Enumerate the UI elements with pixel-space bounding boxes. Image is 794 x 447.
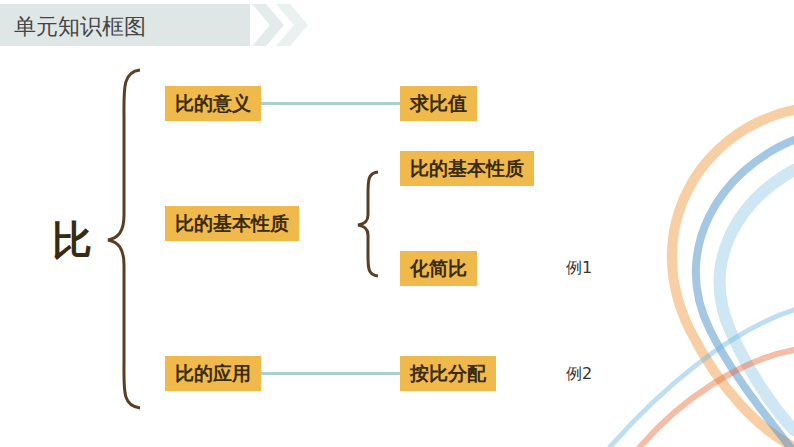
topic-box: 比的意义 (165, 86, 261, 121)
topic-text: 比的应用 (175, 362, 251, 384)
slide-title: 单元知识框图 (14, 12, 146, 42)
topic-text: 按比分配 (410, 362, 486, 384)
brace (358, 172, 378, 276)
chevron (276, 4, 308, 46)
topic-box: 比的应用 (165, 356, 261, 391)
topic-box: 化简比 (400, 251, 477, 286)
topic-text: 化简比 (410, 257, 467, 279)
example-label: 例2 (566, 364, 592, 385)
topic-text: 求比值 (410, 92, 467, 114)
topic-box: 比的基本性质 (400, 151, 534, 186)
swirl (610, 110, 794, 447)
connector-line (261, 372, 400, 375)
topic-box: 求比值 (400, 86, 477, 121)
chevron (252, 4, 284, 46)
brace (108, 70, 140, 408)
connector-line (261, 102, 400, 105)
root-label: 比 (52, 213, 92, 268)
example-label: 例1 (566, 258, 592, 279)
topic-box: 比的基本性质 (165, 206, 299, 241)
topic-box: 按比分配 (400, 356, 496, 391)
topic-text: 比的基本性质 (175, 212, 289, 234)
title-band (0, 4, 250, 46)
topic-text: 比的意义 (175, 92, 251, 114)
topic-text: 比的基本性质 (410, 157, 524, 179)
